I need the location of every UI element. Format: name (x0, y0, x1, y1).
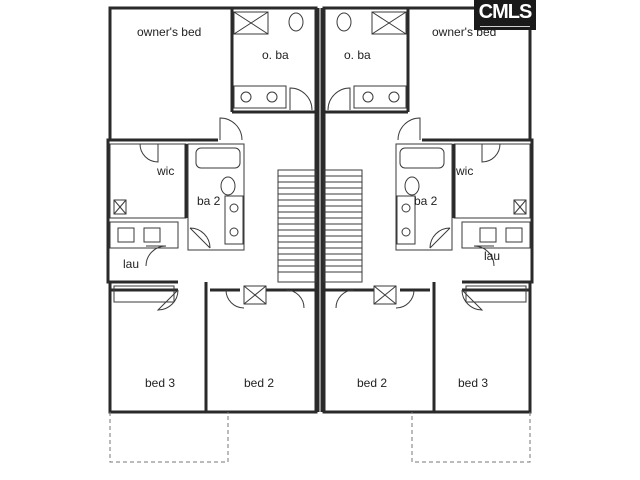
left-bed2-closet-box (243, 285, 267, 305)
right-laundry-counter (461, 221, 531, 249)
right-bath2-vanity (396, 195, 416, 245)
left-owners-door[interactable] (219, 117, 243, 141)
right-oba-label: o. ba (344, 48, 371, 62)
left-oba-vanity (233, 85, 287, 109)
left-ba2-label: ba 2 (197, 194, 221, 208)
left-oba-sink-1 (240, 91, 252, 103)
right-stairs (323, 169, 363, 283)
left-wic (109, 143, 187, 219)
right-oba-vanity (353, 85, 407, 109)
right-bed3-door[interactable] (461, 289, 484, 311)
right-wic-door[interactable] (481, 143, 501, 163)
left-oba-toilet (288, 12, 304, 32)
logo-underline (474, 25, 536, 29)
right-bed2-door[interactable] (395, 289, 415, 309)
left-bed2-closet-door[interactable] (285, 289, 305, 309)
right-lau-label: lau (484, 249, 500, 263)
left-laundry-counter (109, 221, 179, 249)
left-laundry-door[interactable] (145, 245, 167, 267)
right-bed3-label: bed 3 (458, 376, 488, 390)
cmls-watermark-logo: CMLS (474, 0, 536, 30)
right-porch (411, 412, 531, 463)
right-bath2-toilet (404, 176, 420, 196)
right-unit (322, 6, 534, 463)
right-wic (453, 143, 531, 219)
right-bath2-door[interactable] (429, 227, 451, 249)
left-bath2-door[interactable] (189, 227, 211, 249)
right-bed2-closet-door[interactable] (335, 289, 355, 309)
right-bath2 (395, 143, 453, 251)
left-bath2-vanity (224, 195, 244, 245)
left-unit (106, 6, 318, 463)
left-oba-sink-2 (266, 91, 278, 103)
right-laundry-door[interactable] (473, 245, 495, 267)
cmls-logo-text: CMLS (478, 1, 533, 23)
left-closet-box (113, 199, 127, 215)
left-bath2-toilet (220, 176, 236, 196)
left-bed3-label: bed 3 (145, 376, 175, 390)
left-wic-door[interactable] (139, 143, 159, 163)
left-oba-door[interactable] (289, 87, 313, 111)
right-closet-box (513, 199, 527, 215)
right-bed3-closet (465, 285, 527, 303)
right-wic-label: wic (455, 164, 473, 178)
right-bath2-tub (399, 147, 445, 169)
left-dryer (143, 227, 161, 243)
left-bed3-closet (113, 285, 175, 303)
left-washer (117, 227, 135, 243)
left-bath2-sink (229, 203, 239, 213)
left-wic-label: wic (156, 164, 174, 178)
left-bed3-door[interactable] (156, 289, 179, 311)
left-bath2-sink-2 (229, 227, 239, 237)
left-bed2-label: bed 2 (244, 376, 274, 390)
left-oba-label: o. ba (262, 48, 289, 62)
left-owners-bed-label: owner's bed (137, 25, 201, 39)
left-stairs (277, 169, 317, 283)
left-lau-label: lau (123, 257, 139, 271)
right-oba-toilet (336, 12, 352, 32)
right-bed2-closet-box (373, 285, 397, 305)
right-bed2-label: bed 2 (357, 376, 387, 390)
left-bed2-door[interactable] (225, 289, 245, 309)
right-unit-exterior-wall (322, 6, 534, 414)
left-unit-exterior-wall (106, 6, 318, 414)
left-bath2-tub (195, 147, 241, 169)
left-porch (109, 412, 229, 463)
right-owners-door[interactable] (397, 117, 421, 141)
right-oba-door[interactable] (327, 87, 351, 111)
right-ba2-label: ba 2 (414, 194, 438, 208)
left-bath2 (187, 143, 245, 251)
